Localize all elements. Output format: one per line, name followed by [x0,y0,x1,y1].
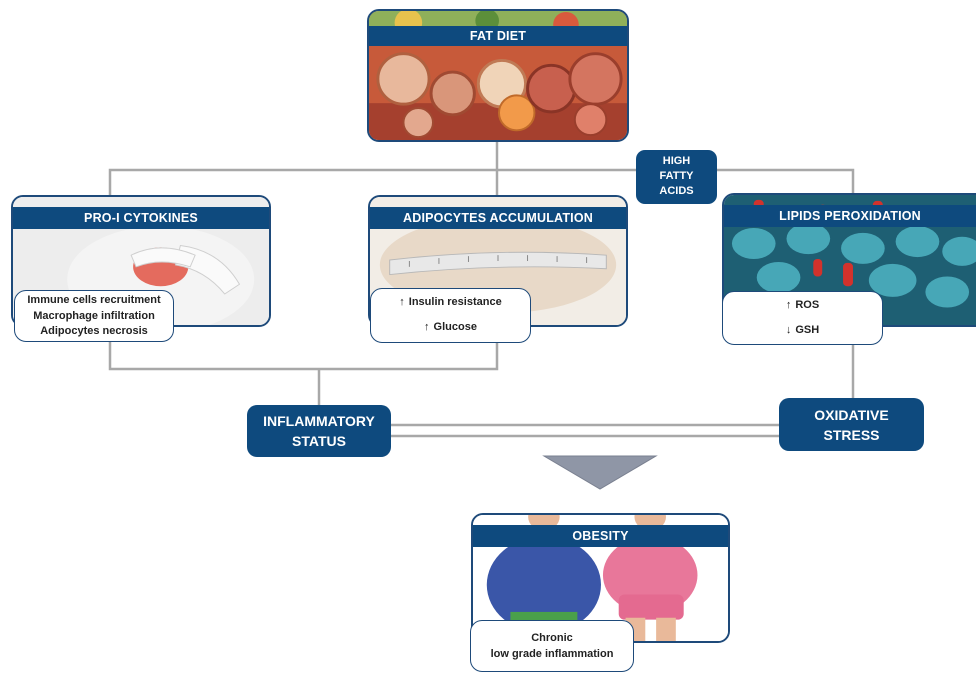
adipocytes-title: ADIPOCYTES ACCUMULATION [370,207,626,229]
left-merge-line [108,342,499,371]
oxidative-line: STRESS [823,427,880,443]
top-right-bus-line [717,168,855,194]
obesity-card: OBESITY [471,513,730,643]
lipids-peroxidation-card: LIPIDS PEROXIDATION [722,193,976,327]
glucose-up-item: Glucose [371,319,530,335]
adipocytes-notes: Insulin resistance Glucose [370,288,531,343]
lipids-notes: ROS GSH [722,291,883,345]
high-fatty-acids-badge: HIGH FATTY ACIDS [636,150,717,204]
inflammatory-line: STATUS [292,433,346,449]
obesity-notes: Chronic low grade inflammation [470,620,634,672]
obesity-title: OBESITY [473,525,728,547]
fat-diet-title: FAT DIET [369,26,627,46]
fat-diet-card: FAT DIET [367,9,629,142]
lipids-title: LIPIDS PEROXIDATION [724,205,976,227]
adipocytes-accumulation-card: ADIPOCYTES ACCUMULATION [368,195,628,327]
fatty-acids-line: FATTY [659,170,694,182]
cytokines-note-item: Adipocytes necrosis [40,325,148,337]
cytokines-note-item: Macrophage infiltration [33,309,155,322]
fatty-acids-line: HIGH [662,155,691,167]
obesity-note-item: low grade inflammation [490,648,614,660]
cytokines-notes: Immune cells recruitment Macrophage infi… [14,290,174,342]
obesity-note-item: Chronic [531,632,573,644]
down-arrow-icon [542,455,658,490]
inflammatory-status-badge: INFLAMMATORY STATUS [247,405,391,457]
gsh-down-item: GSH [723,322,882,338]
inflammatory-line: INFLAMMATORY [263,413,375,429]
fatty-acids-line: ACIDS [659,185,694,197]
ros-up-item: ROS [723,297,882,313]
oxidative-line: OXIDATIVE [814,407,889,423]
top-left-bus-line [108,168,636,196]
cytokines-note-item: Immune cells recruitment [27,294,161,306]
cytokines-title: PRO-I CYTOKINES [13,207,269,229]
insulin-resistance-up-item: Insulin resistance [371,294,530,310]
oxidative-stress-badge: OXIDATIVE STRESS [779,398,924,451]
